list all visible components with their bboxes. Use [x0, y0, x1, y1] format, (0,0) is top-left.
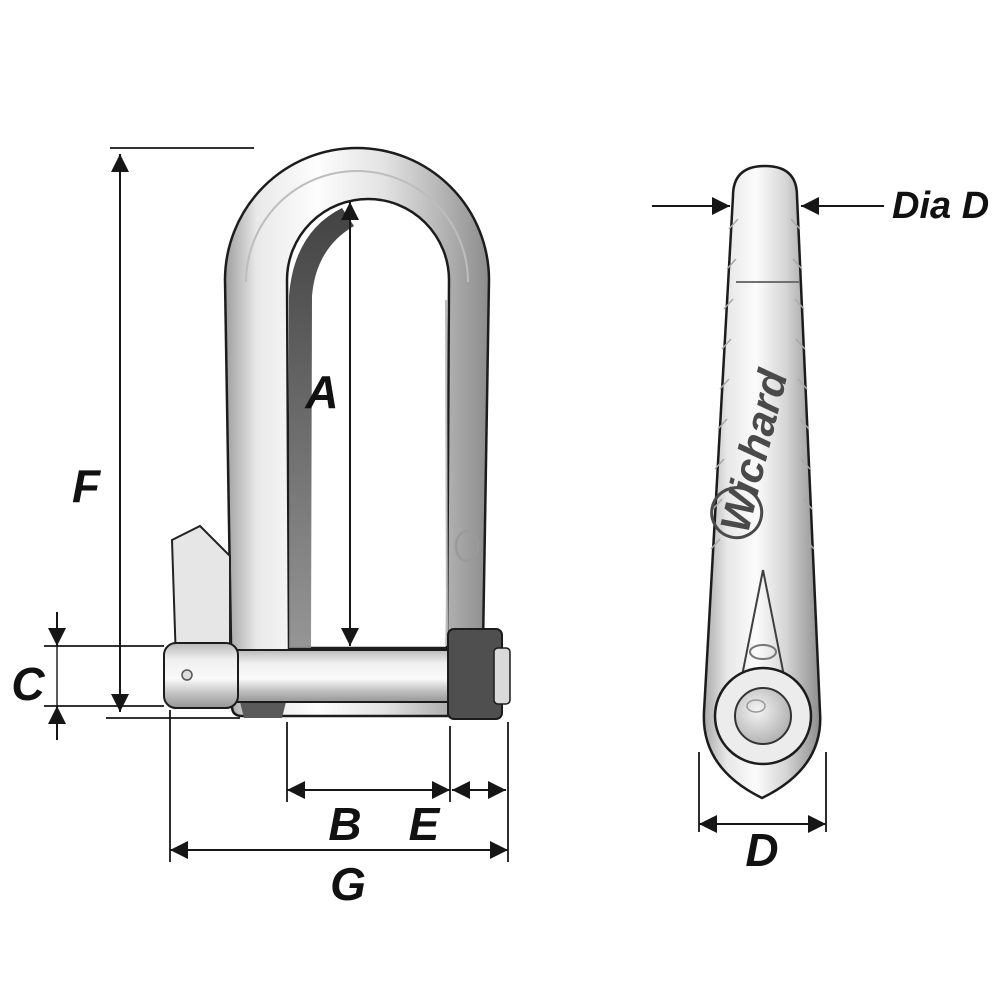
pin-head-hole	[181, 669, 193, 681]
dimension-dia-d: Dia D	[652, 185, 989, 227]
dimension-c: C	[11, 612, 164, 740]
key-plate	[170, 524, 231, 664]
dimension-d: D	[698, 752, 827, 876]
brand-logo-circle	[710, 486, 764, 540]
fork-slot-lines	[739, 569, 787, 687]
dim-label-b: B	[328, 798, 361, 850]
side-view: Wichard	[702, 164, 822, 800]
dimension-f: F	[72, 147, 254, 719]
slot-oval	[749, 644, 777, 660]
pin-hole-glint	[746, 699, 766, 713]
dim-label-a: A	[304, 366, 338, 418]
pin-hole-inner	[734, 687, 792, 745]
dim-label-d: D	[745, 824, 778, 876]
left-leg-stub	[240, 702, 286, 718]
dim-label-c: C	[11, 658, 45, 710]
leg-dimple	[454, 529, 480, 563]
dim-label-g: G	[330, 858, 366, 910]
dimension-a: A	[304, 202, 359, 646]
pin-end-cap	[493, 647, 511, 705]
dimension-g: G	[169, 710, 509, 910]
front-view	[163, 146, 511, 720]
pin-head-left	[163, 642, 239, 709]
side-body	[702, 164, 822, 800]
dimension-e: E	[409, 781, 506, 850]
dim-label-e: E	[409, 798, 441, 850]
knurl-ticks	[710, 218, 815, 550]
dim-label-f: F	[72, 460, 102, 512]
dim-label-dia-d: Dia D	[892, 185, 989, 227]
inner-shadow	[289, 208, 354, 648]
inner-right-edge	[445, 299, 448, 647]
bow-highlight-arc	[245, 170, 469, 283]
